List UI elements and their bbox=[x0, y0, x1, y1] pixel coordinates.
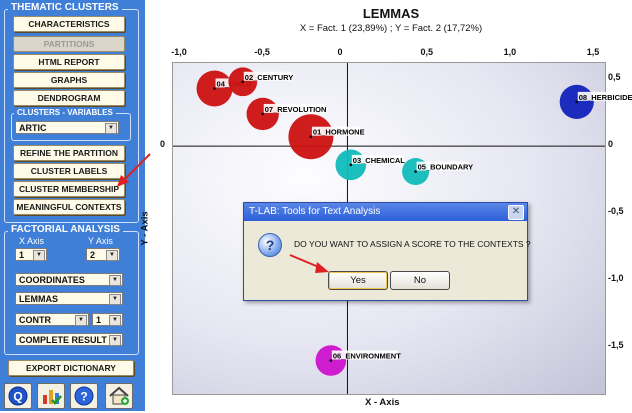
x-axis-value: 1 bbox=[19, 250, 25, 260]
red-arrow-annotation bbox=[289, 254, 329, 273]
dialog-titlebar[interactable]: T-LAB: Tools for Text Analysis ✕ bbox=[244, 203, 527, 221]
contr-number-value: 1 bbox=[96, 315, 102, 325]
coordinates-value: COORDINATES bbox=[19, 275, 85, 285]
svg-text:?: ? bbox=[80, 390, 87, 404]
html-report-button[interactable]: HTML REPORT bbox=[13, 54, 125, 70]
close-icon[interactable]: ✕ bbox=[508, 205, 524, 220]
x-tick-label: 0 bbox=[337, 47, 343, 57]
x-tick-label: -1,0 bbox=[171, 47, 187, 57]
lemmas-value: LEMMAS bbox=[19, 294, 58, 304]
chevron-down-icon: ▼ bbox=[75, 315, 87, 326]
y-tick-label-left: 0 bbox=[160, 139, 166, 150]
point-label-bg bbox=[351, 154, 405, 164]
point-marker bbox=[575, 100, 579, 104]
chevron-down-icon: ▼ bbox=[109, 294, 121, 305]
x-axis-title: X - Axis bbox=[365, 397, 400, 408]
point-label-bg bbox=[263, 103, 326, 113]
partitions-button[interactable]: PARTITIONS bbox=[13, 36, 125, 52]
refine-partition-button[interactable]: REFINE THE PARTITION bbox=[13, 145, 125, 161]
contr-number-select[interactable]: 1 ▼ bbox=[92, 313, 123, 326]
point-marker bbox=[414, 170, 417, 173]
clusters-variables-value: ARTIC bbox=[19, 123, 47, 133]
factorial-analysis-title: FACTORIAL ANALYSIS bbox=[8, 224, 123, 235]
point-label-bg bbox=[331, 350, 399, 360]
point-label: 05_BOUNDARY bbox=[418, 163, 474, 172]
point-label: 07_REVOLUTION bbox=[265, 105, 327, 114]
point-marker bbox=[329, 359, 333, 362]
chevron-down-icon: ▼ bbox=[105, 123, 117, 134]
point-label-bg bbox=[577, 91, 632, 101]
graphs-button[interactable]: GRAPHS bbox=[13, 72, 125, 88]
point-label: 02_CENTURY bbox=[245, 73, 294, 82]
cluster-labels-button[interactable]: CLUSTER LABELS bbox=[13, 163, 125, 179]
point-label: 08_HERBICIDE bbox=[579, 93, 632, 102]
chevron-down-icon: ▼ bbox=[109, 335, 121, 346]
contr-select[interactable]: CONTR ▼ bbox=[15, 313, 89, 326]
y-tick-label: 0,5 bbox=[608, 72, 621, 83]
chart-title: LEMMAS bbox=[362, 6, 420, 21]
x-tick-label: 0,5 bbox=[420, 47, 434, 57]
point-label: 01_HORMONE bbox=[313, 128, 365, 137]
question-icon: ? bbox=[258, 233, 282, 257]
export-dictionary-button[interactable]: EXPORT DICTIONARY bbox=[8, 360, 134, 376]
point-marker bbox=[241, 80, 245, 84]
chart-subtitle: X = Fact. 1 (23,89%) ; Y = Fact. 2 (17,7… bbox=[299, 23, 483, 34]
x-tick-label: 1,0 bbox=[503, 47, 517, 57]
svg-text:Q: Q bbox=[13, 390, 22, 404]
point-marker bbox=[349, 163, 353, 167]
chevron-down-icon: ▼ bbox=[33, 250, 45, 261]
point-marker bbox=[261, 112, 265, 116]
chevron-down-icon: ▼ bbox=[106, 250, 118, 261]
x-axis-select[interactable]: 1 ▼ bbox=[15, 248, 47, 261]
characteristics-button[interactable]: CHARACTERISTICS bbox=[13, 16, 125, 32]
left-panel: THEMATIC CLUSTERS CHARACTERISTICS PARTIT… bbox=[0, 0, 145, 411]
point-label: 03_CHEMICAL bbox=[353, 156, 406, 165]
help-icon[interactable]: ? bbox=[70, 383, 98, 409]
y-axis-value: 2 bbox=[90, 250, 96, 260]
complete-result-select[interactable]: COMPLETE RESULT ▼ bbox=[15, 333, 123, 346]
point-label-bg bbox=[311, 126, 360, 136]
q-logo-icon[interactable]: Q bbox=[4, 383, 32, 409]
scatter-plot-svg: 04_CHILD02_CENTURY07_REVOLUTION01_HORMON… bbox=[173, 63, 632, 394]
contr-value: CONTR bbox=[19, 315, 51, 325]
coordinates-select[interactable]: COORDINATES ▼ bbox=[15, 273, 123, 286]
no-button[interactable]: No bbox=[390, 271, 450, 290]
home-icon[interactable] bbox=[105, 383, 133, 409]
dialog-title: T-LAB: Tools for Text Analysis bbox=[249, 206, 381, 217]
point-marker bbox=[213, 87, 216, 90]
point-label-bg bbox=[243, 71, 292, 81]
clusters-variables-title: CLUSTERS - VARIABLES bbox=[14, 108, 116, 117]
meaningful-contexts-button[interactable]: MEANINGFUL CONTEXTS bbox=[13, 199, 125, 215]
point-label: 06_ENVIRONMENT bbox=[333, 351, 401, 360]
chevron-down-icon: ▼ bbox=[109, 315, 121, 326]
dendrogram-button[interactable]: DENDROGRAM bbox=[13, 90, 125, 106]
y-tick-label: 0 bbox=[608, 139, 614, 150]
clusters-variables-select[interactable]: ARTIC ▼ bbox=[15, 121, 119, 134]
thematic-clusters-title: THEMATIC CLUSTERS bbox=[8, 2, 122, 13]
y-axis-label: Y Axis bbox=[88, 236, 113, 246]
chart-check-icon[interactable] bbox=[37, 383, 65, 409]
y-axis-select[interactable]: 2 ▼ bbox=[86, 248, 120, 261]
y-tick-label: -1,0 bbox=[608, 273, 624, 284]
yes-button[interactable]: Yes bbox=[328, 271, 388, 290]
cluster-membership-button[interactable]: CLUSTER MEMBERSHIP bbox=[13, 181, 125, 197]
y-axis-title: Y - Axis bbox=[139, 211, 151, 246]
x-tick-label: 1,5 bbox=[586, 47, 600, 57]
point-label-bg bbox=[416, 161, 470, 171]
dialog-message: DO YOU WANT TO ASSIGN A SCORE TO THE CON… bbox=[294, 239, 531, 249]
chevron-down-icon: ▼ bbox=[109, 275, 121, 286]
confirm-dialog: T-LAB: Tools for Text Analysis ✕ ? DO YO… bbox=[243, 202, 531, 301]
y-tick-label: -0,5 bbox=[608, 206, 624, 217]
lemmas-select[interactable]: LEMMAS ▼ bbox=[15, 292, 123, 305]
y-tick-label: -1,5 bbox=[608, 340, 624, 351]
complete-result-value: COMPLETE RESULT bbox=[19, 335, 107, 345]
x-tick-label: -0,5 bbox=[254, 47, 270, 57]
red-arrow-annotation bbox=[117, 153, 151, 187]
point-marker bbox=[309, 135, 313, 139]
x-axis-label: X Axis bbox=[19, 236, 45, 246]
